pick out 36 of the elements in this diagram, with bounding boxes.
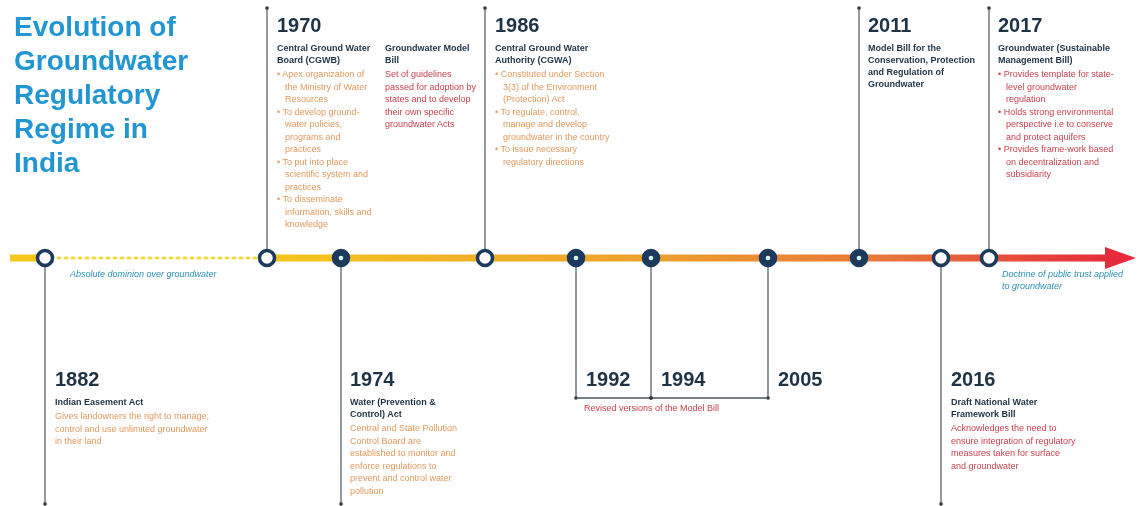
event-description: Acknowledges the need to ensure integration of regulatory measures taken for surface and groundwater [951, 422, 1076, 472]
era-note: Absolute dominion over groundwater [70, 268, 218, 280]
event-heading: Draft National Water Framework Bill [951, 396, 1039, 420]
event-description: Gives landowners the right to manage, control and use unlimited groundwater in their land [55, 410, 211, 448]
event-heading: Groundwater (Sustainable Management Bill) [998, 42, 1112, 66]
bullet-item: • Provides frame-work based on decentralization and subsidiarity [998, 143, 1115, 181]
year-label: 2016 [951, 367, 997, 392]
event-heading: Groundwater Model Bill [385, 42, 471, 66]
bullet-item: • To regulate, control, manage and develop groundwater in the country [495, 105, 611, 143]
year-label: 1970 [277, 13, 323, 38]
year-label: 2005 [778, 367, 824, 392]
year-label: 1986 [495, 13, 541, 38]
year-label: 1992 [586, 367, 632, 392]
bullet-item: • To develop ground-water policies, programs and practices [277, 105, 361, 156]
year-label: 1974 [350, 367, 396, 392]
era-note: Doctrine of public trust applied to groundwater [1002, 268, 1125, 292]
bullet-item: • Provides template for state-level groundwater regulation [998, 68, 1115, 106]
diagram-title: Evolution of Groundwater Regulatory Regime in India [14, 10, 190, 180]
event-description: Central and State Pollution Control Board are established to monitor and enforce regulations to prevent and control water pollution [350, 422, 459, 497]
year-label: 2011 [868, 13, 913, 38]
event-description: Set of guidelines passed for adoption by states and to develop their own specific groundwater Acts [385, 68, 478, 131]
event-heading: Central Ground Water Board (CGWB) [277, 42, 372, 66]
year-label: 2017 [998, 13, 1044, 38]
bullet-item: • Constituted under Section 3(3) of the Environment (Protection) Act [495, 68, 606, 106]
event-heading: Indian Easement Act [55, 396, 145, 408]
bullet-item: • Holds strong environmental perspective i.e to conserve and protect aquifers [998, 105, 1115, 143]
event-heading: Water (Prevention & Control) Act [350, 396, 437, 420]
bullet-item: • To issue necessary regulatory directions [495, 143, 586, 168]
event-heading: Model Bill for the Conservation, Protection and Regulation of Groundwater [868, 42, 976, 90]
event-description: Revised versions of the Model Bill [584, 402, 721, 415]
bullet-item: • To disseminate information, skills and knowledge [277, 193, 373, 231]
bullet-item: • To put into place scientific system and practices [277, 155, 370, 193]
year-label: 1994 [661, 367, 707, 392]
year-label: 1882 [55, 367, 101, 392]
bullet-item: • Apex organization of the Ministry of Water Resources [277, 68, 369, 106]
event-heading: Central Ground Water Authority (CGWA) [495, 42, 590, 66]
